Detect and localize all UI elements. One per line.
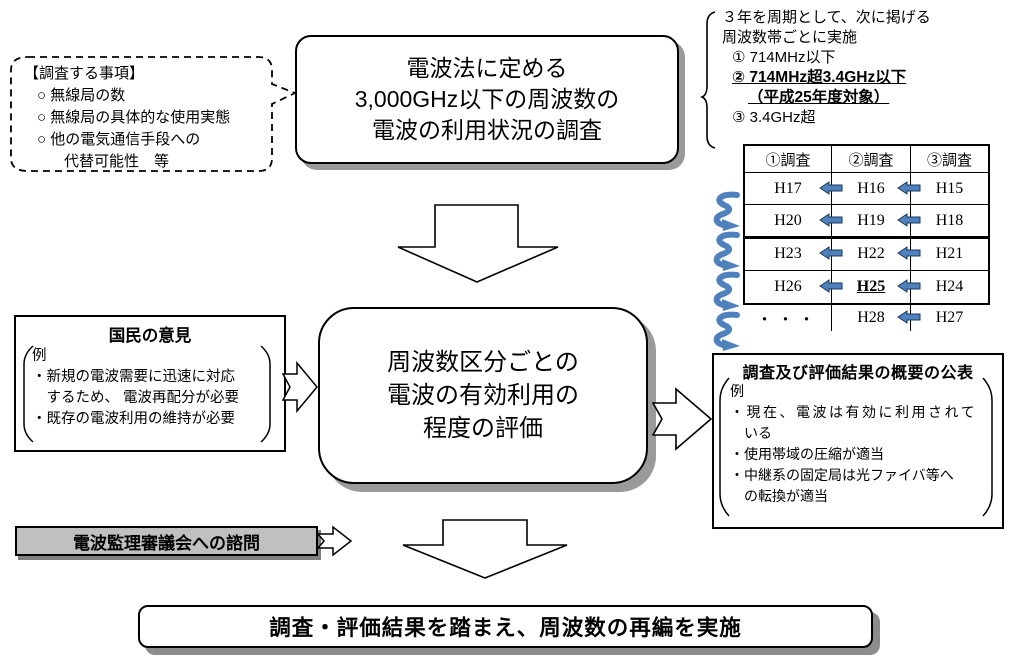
cycle-band-2-target: （平成25年度対象） — [748, 89, 890, 106]
year-cell: H18 — [910, 205, 988, 237]
example-label: 例 — [730, 383, 744, 399]
advisory-box: 電波監理審議会への諮問 — [15, 526, 318, 556]
survey-box: 電波法に定める 3,000GHz以下の周波数の 電波の利用状況の調査 — [295, 35, 679, 164]
paren-right-icon — [260, 345, 271, 443]
down-arrow-icon — [397, 204, 559, 283]
callout-title: 【調査する事項】 — [24, 65, 145, 82]
opinion-box-title: 国民の意見 — [108, 327, 192, 345]
year-cell: H20 — [774, 212, 802, 229]
cycle-arrow-icon — [713, 311, 740, 351]
evaluation-box: 周波数区分ごとの 電波の有効利用の 程度の評価 — [318, 307, 648, 484]
callout-item: 代替可能性 等 — [64, 153, 170, 170]
schedule-header-row: ①調査 ②調査 ③調査 — [745, 146, 988, 172]
ellipsis-cell: ・・・ — [756, 311, 820, 329]
callout-item: ○ 他の電気通信手段への — [37, 131, 201, 148]
year-cell: H23 — [774, 245, 802, 262]
left-arrow-icon — [819, 246, 843, 260]
cycle-band-2: ② 714MHz超3.4GHz以下 — [732, 69, 907, 86]
brace-icon — [700, 11, 716, 149]
left-arrow-icon — [897, 279, 921, 293]
paren-left-icon — [719, 377, 730, 517]
cycle-band-1: ① 714MHz以下 — [732, 49, 836, 66]
left-arrow-icon — [897, 246, 921, 260]
evaluation-box-line: 程度の評価 — [423, 415, 543, 442]
cycle-arrow-icon — [713, 231, 740, 271]
cycle-band-3: ③ 3.4GHz超 — [732, 109, 816, 126]
year-cell: H17 — [774, 179, 802, 197]
header-cell: ①調査 — [765, 151, 811, 169]
paren-right-icon — [982, 377, 993, 517]
publish-line: ・中継系の固定局は光ファイバ等へ — [730, 467, 954, 483]
year-cell: H21 — [910, 238, 988, 270]
right-arrow-icon — [282, 360, 318, 414]
final-box: 調査・評価結果を踏まえ、周波数の再編を実施 — [138, 605, 873, 648]
left-arrow-icon — [819, 181, 843, 195]
down-arrow-icon — [402, 519, 568, 579]
left-arrow-icon — [819, 279, 843, 293]
opinion-box: 国民の意見 — [14, 315, 286, 452]
survey-schedule-table: ①調査 ②調査 ③調査 H17 H16 H15 H20 H19 H18 H23 … — [745, 146, 988, 331]
opinion-line: ・新規の電波需要に迅速に対応 — [32, 369, 235, 385]
callout-item: ○ 無線局の数 — [37, 87, 126, 104]
header-cell: ③調査 — [910, 146, 988, 172]
cycle-arrow-icon — [713, 191, 740, 231]
year-cell: H15 — [910, 173, 988, 204]
right-arrow-icon — [652, 387, 713, 451]
callout-item: ○ 無線局の具体的な使用実態 — [37, 109, 231, 126]
survey-items-callout-outline — [10, 56, 298, 172]
cycle-note: ３年を周期として、次に掲げる 周波数帯ごとに実施 ① 714MHz以下 ② 71… — [722, 8, 1012, 128]
evaluation-box-line: 電波の有効利用の — [387, 382, 579, 409]
year-cell: H28 — [831, 304, 910, 331]
survey-box-line: 3,000GHz以下の周波数の — [354, 86, 620, 112]
paren-left-icon — [23, 345, 34, 443]
opinion-examples: 例 ・新規の電波需要に迅速に対応 するため、 電波再配分が必要 ・既存の電波利用… — [32, 346, 262, 430]
survey-box-line: 電波法に定める — [406, 55, 568, 81]
opinion-line: ・既存の電波利用の維持が必要 — [32, 411, 235, 427]
schedule-row: H17 H16 H15 — [745, 172, 988, 204]
year-cell: H27 — [910, 304, 988, 331]
survey-items-callout: 【調査する事項】 ○ 無線局の数 ○ 無線局の具体的な使用実態 ○ 他の電気通信… — [24, 63, 274, 173]
final-box-label: 調査・評価結果を踏まえ、周波数の再編を実施 — [269, 616, 742, 640]
opinion-line: するため、 電波再配分が必要 — [32, 390, 240, 406]
year-cell: H26 — [774, 278, 802, 295]
right-arrow-icon — [317, 525, 353, 557]
left-arrow-icon — [897, 213, 921, 227]
publish-line: ・現在、電波は有効に利用されて — [730, 404, 978, 420]
left-arrow-icon — [819, 213, 843, 227]
schedule-row-current: H26 H25 H24 — [745, 270, 988, 303]
cycle-note-line: 周波数帯ごとに実施 — [722, 29, 858, 46]
schedule-row: ・・・ H28 H27 — [745, 303, 988, 331]
schedule-row: H23 H22 H21 — [745, 237, 988, 270]
left-arrow-icon — [897, 181, 921, 195]
publish-box-title: 調査及び評価結果の概要の公表 — [742, 365, 974, 382]
evaluation-box-line: 周波数区分ごとの — [387, 349, 579, 376]
publish-examples: 例 ・現在、電波は有効に利用されて いる ・使用帯域の圧縮が適当 ・中継系の固定… — [730, 381, 980, 507]
cycle-note-line: ３年を周期として、次に掲げる — [722, 9, 931, 26]
left-arrow-icon — [897, 310, 921, 324]
advisory-box-label: 電波監理審議会への諮問 — [73, 533, 260, 553]
publish-line: ・使用帯域の圧縮が適当 — [730, 446, 884, 462]
publish-box: 調査及び評価結果の概要の公表 — [712, 353, 1004, 529]
publish-line: の転換が適当 — [730, 488, 828, 504]
publish-line: いる — [730, 425, 772, 441]
survey-box-line: 電波の利用状況の調査 — [372, 117, 602, 143]
schedule-row: H20 H19 H18 — [745, 204, 988, 237]
example-label: 例 — [32, 348, 47, 364]
header-cell: ②調査 — [831, 146, 910, 172]
cycle-arrow-icon — [713, 271, 740, 311]
year-cell: H24 — [910, 271, 988, 303]
